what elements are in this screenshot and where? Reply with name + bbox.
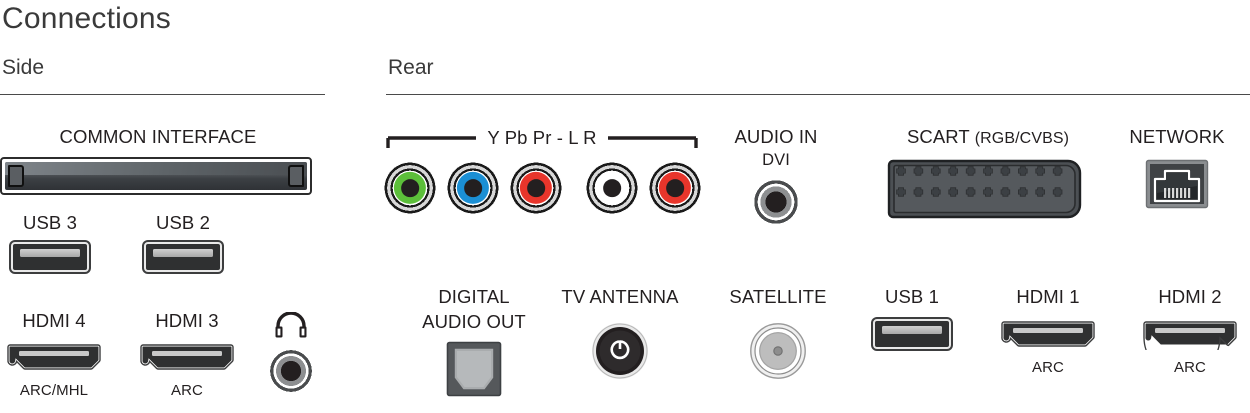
audio-in-label: AUDIO IN [734,126,818,147]
port-group-digital-audio-out: DIGITAL AUDIO OUT [384,286,564,406]
hdmi2-sublabel: ARC [1174,359,1206,376]
bracket-line-icon-right [606,136,698,150]
scart-label: SCART (RGB/CVBS) [907,126,1069,148]
hdmi1-sublabel: ARC [1032,359,1064,376]
network-label: NETWORK [1129,126,1225,147]
usb-port-icon[interactable] [11,242,89,272]
component-label: Y Pb Pr - L R [487,127,597,148]
audio-in-sublabel: DVI [762,151,790,169]
ci-slot-icon[interactable] [0,157,312,195]
audio-jack-icon[interactable] [268,348,314,394]
hdmi3-sublabel: ARC [171,382,203,399]
section-heading-side: Side [2,56,45,79]
rca-jack-icon-l[interactable] [586,162,638,214]
digital-audio-out-label-line2: AUDIO OUT [422,311,526,332]
satellite-f-connector-icon[interactable] [749,322,807,380]
hdmi-port-icon[interactable] [1000,318,1096,350]
headphone-icon [274,312,308,338]
section-rule-rear [386,94,1250,95]
hdmi-port-icon[interactable] [6,341,102,373]
section-heading-rear: Rear [388,56,434,79]
hdmi2-label: HDMI 2 [1158,286,1222,307]
usb1-label: USB 1 [885,286,939,307]
port-group-tv-antenna: TV ANTENNA [540,286,700,406]
hdmi4-sublabel: ARC/MHL [19,382,89,399]
port-group-scart: SCART (RGB/CVBS) [886,126,1090,219]
port-group-hdmi1: HDMI 1 ARC [1000,286,1096,406]
port-group-hdmi4: HDMI 4 ARC/MHL [6,310,102,410]
hdmi-port-icon[interactable] [1142,318,1238,350]
usb-port-icon[interactable] [873,319,951,349]
section-rule-side [0,94,325,95]
usb-port-icon[interactable] [144,242,222,272]
coax-antenna-icon[interactable] [591,322,649,380]
port-group-satellite: SATELLITE [700,286,856,406]
satellite-label: SATELLITE [729,286,827,307]
bracket-line-icon-left [386,136,478,150]
port-group-hdmi3: HDMI 3 ARC [139,310,235,410]
digital-audio-out-label-line1: DIGITAL [438,286,510,307]
rca-jack-icon-r[interactable] [649,162,701,214]
audio-jack-icon[interactable] [752,178,800,226]
page-title: Connections [2,2,171,35]
port-group-headphone [268,312,314,408]
port-group-common-interface: COMMON INTERFACE [0,126,316,198]
ci-slot-tab-right [288,165,304,187]
tv-antenna-label: TV ANTENNA [561,286,679,307]
hdmi3-label: HDMI 3 [155,310,219,331]
port-group-hdmi2: HDMI 2 ARC [1142,286,1238,406]
usb2-label: USB 2 [156,212,210,233]
hdmi4-label: HDMI 4 [22,310,86,331]
rca-jack-icon-pr[interactable] [510,162,562,214]
port-group-network: NETWORK [1112,126,1242,216]
rca-jack-icon-pb[interactable] [447,162,499,214]
scart-label-paren: (RGB/CVBS) [974,130,1070,147]
port-group-component-av: Y Pb Pr - L R [384,126,701,216]
scart-label-main: SCART [906,126,970,147]
rca-jack-icon-y[interactable] [384,162,436,214]
rj45-ethernet-icon[interactable] [1145,159,1209,209]
common-interface-label: COMMON INTERFACE [59,126,257,147]
port-group-usb1: USB 1 [873,286,951,406]
port-group-usb3: USB 3 [11,212,89,278]
scart-connector-icon[interactable] [886,158,1086,220]
usb3-label: USB 3 [23,212,77,233]
port-group-usb2: USB 2 [144,212,222,278]
hdmi-port-icon[interactable] [139,341,235,373]
optical-toslink-icon[interactable] [446,341,502,397]
hdmi1-label: HDMI 1 [1016,286,1080,307]
port-group-audio-in-dvi: AUDIO IN DVI [712,126,840,226]
ci-slot-tab-left [8,165,24,187]
